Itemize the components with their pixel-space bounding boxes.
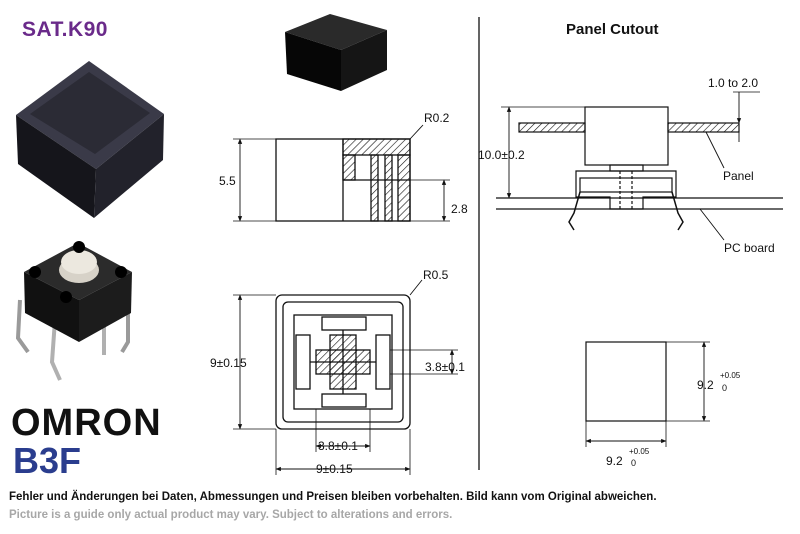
mounted-height-label: 10.0±0.2: [478, 148, 525, 162]
panel-label: Panel: [723, 169, 754, 183]
top-view: [233, 279, 458, 475]
panel-cutout-title: Panel Cutout: [566, 21, 659, 38]
cap-photo-small: [285, 14, 387, 91]
top-view-width-label: 9±0.15: [316, 462, 353, 476]
cutout-height-tol-upper: +0.05: [720, 371, 741, 380]
panel-thickness-label: 1.0 to 2.0: [708, 76, 758, 90]
side-view-height-label: 5.5: [219, 174, 236, 188]
pc-board-label: PC board: [724, 241, 775, 255]
cutout-height-value: 9.2: [697, 378, 714, 392]
top-view-inner-height-label: 3.8±0.1: [425, 360, 465, 374]
side-view: [233, 124, 450, 222]
top-view-inner-width-label: 3.8±0.1: [318, 439, 358, 453]
cutout-width-tol-upper: +0.05: [629, 447, 650, 456]
top-view-radius-label: R0.5: [423, 268, 449, 282]
cutout-height-tol-lower: 0: [722, 383, 727, 393]
disclaimer-german: Fehler und Änderungen bei Daten, Abmessu…: [9, 491, 657, 503]
cap-photo-large: [16, 61, 164, 218]
top-view-height-label: 9±0.15: [210, 356, 247, 370]
brand-logo-text: OMRON: [11, 402, 162, 444]
side-view-radius-label: R0.2: [424, 111, 450, 125]
product-code: SAT.K90: [22, 18, 108, 41]
cutout-width-value: 9.2: [606, 454, 623, 468]
switch-photo: [15, 241, 132, 381]
disclaimer-english: Picture is a guide only actual product m…: [9, 509, 453, 521]
model-name: B3F: [13, 440, 82, 481]
mounted-section: [496, 91, 783, 241]
cutout-hole: [585, 341, 710, 447]
side-view-depth-label: 2.8: [451, 202, 468, 216]
cutout-width-tol-lower: 0: [631, 458, 636, 468]
